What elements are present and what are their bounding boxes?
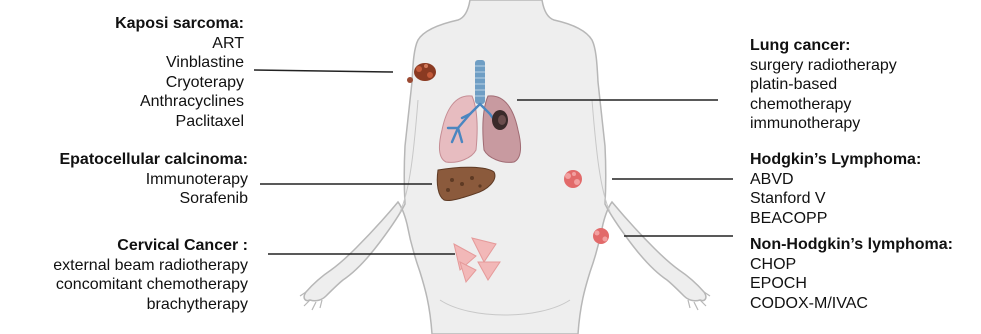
kaposi-item: Paclitaxel (60, 112, 244, 132)
kaposi-item: Vinblastine (60, 53, 244, 73)
hcc-heading: Epatocellular calcinoma: (20, 150, 248, 170)
nhl-item: CODOX-M/IVAC (750, 294, 978, 314)
label-hcc: Epatocellular calcinoma: Immunoterapy So… (20, 150, 248, 209)
body-silhouette (304, 0, 706, 334)
hodgkin-item: BEACOPP (750, 209, 970, 229)
label-hodgkin: Hodgkin’s Lymphoma: ABVD Stanford V BEAC… (750, 150, 970, 228)
hodgkin-item: ABVD (750, 170, 970, 190)
label-lung: Lung cancer: surgery radiotherapy platin… (750, 36, 970, 134)
leader-kaposi (254, 70, 393, 72)
hcc-item: Sorafenib (20, 189, 248, 209)
label-kaposi: Kaposi sarcoma: ART Vinblastine Cryotera… (60, 14, 244, 131)
lymph-node-lower (593, 228, 609, 244)
nhl-heading: Non-Hodgkin’s lymphoma: (750, 235, 978, 255)
lung-item: surgery radiotherapy (750, 56, 970, 76)
cervical-item: external beam radiotherapy (6, 256, 248, 276)
nhl-item: EPOCH (750, 274, 978, 294)
label-cervical: Cervical Cancer : external beam radiothe… (6, 236, 248, 314)
hcc-item: Immunoterapy (20, 170, 248, 190)
lung-heading: Lung cancer: (750, 36, 970, 56)
cervical-heading: Cervical Cancer : (6, 236, 248, 256)
cervical-item: concomitant chemotherapy (6, 275, 248, 295)
label-nhl: Non-Hodgkin’s lymphoma: CHOP EPOCH CODOX… (750, 235, 978, 313)
nhl-item: CHOP (750, 255, 978, 275)
cervical-item: brachytherapy (6, 295, 248, 315)
lung-item: chemotherapy (750, 95, 970, 115)
lung-item: platin-based (750, 75, 970, 95)
kaposi-item: ART (60, 34, 244, 54)
hodgkin-heading: Hodgkin’s Lymphoma: (750, 150, 970, 170)
kaposi-heading: Kaposi sarcoma: (60, 14, 244, 34)
lymph-node-upper (564, 170, 582, 188)
lung-item: immunotherapy (750, 114, 970, 134)
trachea (475, 60, 485, 104)
kaposi-item: Cryoterapy (60, 73, 244, 93)
hodgkin-item: Stanford V (750, 189, 970, 209)
kaposi-item: Anthracyclines (60, 92, 244, 112)
